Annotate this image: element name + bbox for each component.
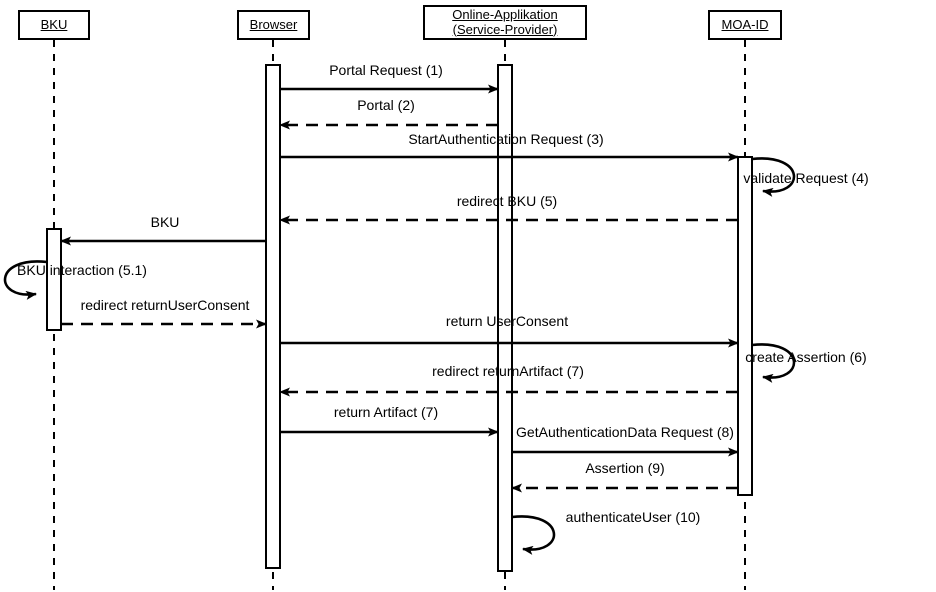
activation-bar-browser	[265, 64, 281, 569]
message-label: Portal Request (1)	[329, 62, 443, 78]
lifeline-head-browser: Browser	[237, 10, 310, 40]
message-label: return UserConsent	[445, 313, 569, 329]
lifeline-head-moaid: MOA-ID	[708, 10, 782, 40]
lifeline-head-onlineapp: Online-Applikation (Service-Provider)	[423, 5, 587, 40]
message-label: StartAuthentication Request (3)	[408, 131, 604, 147]
message-label: redirect BKU (5)	[456, 193, 558, 209]
lifeline-head-label: Online-Applikation (Service-Provider)	[452, 6, 558, 37]
activation-bar-bku	[46, 228, 62, 331]
activation-bar-moaid	[737, 156, 753, 496]
message-label: Portal (2)	[357, 97, 415, 113]
lifeline-head-label: Browser	[249, 16, 298, 32]
message-label: create Assertion (6)	[745, 349, 867, 365]
lifeline-head-label: BKU	[40, 16, 68, 32]
lifeline-head-label: MOA-ID	[721, 16, 769, 32]
message-label: redirect returnUserConsent	[80, 297, 250, 313]
message-arrows	[3, 84, 796, 555]
message-label: validate Request (4)	[743, 170, 869, 186]
message-label: BKU	[150, 214, 180, 230]
lifeline-head-bku: BKU	[18, 10, 90, 40]
message-label: redirect returnArtifact (7)	[432, 363, 584, 379]
message-label: authenticateUser (10)	[565, 509, 701, 525]
self-message-arrow	[511, 515, 556, 555]
message-label: BKU interaction (5.1)	[17, 262, 147, 278]
lifeline-lines	[53, 40, 746, 590]
message-label: Assertion (9)	[585, 460, 665, 476]
message-label: GetAuthenticationData Request (8)	[516, 424, 734, 440]
message-label: return Artifact (7)	[333, 404, 439, 420]
activation-bars	[46, 64, 753, 572]
